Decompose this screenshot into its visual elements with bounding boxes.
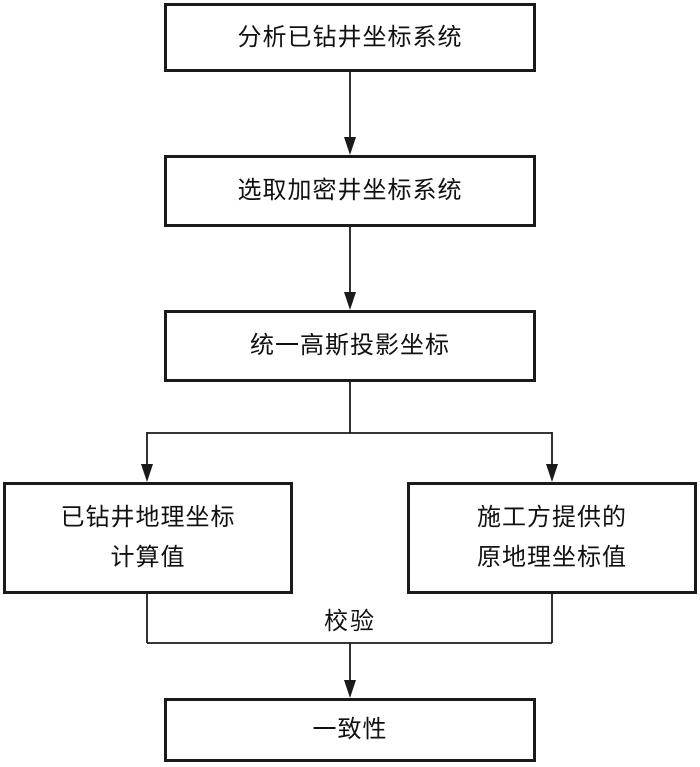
node-label-line2: 原地理坐标值: [477, 545, 627, 571]
node-label: 选取加密井坐标系统: [237, 178, 463, 204]
arrow-branch-to-drilled: [141, 432, 153, 482]
node-unify-gauss-projection-coordinates: 统一高斯投影坐标: [164, 310, 536, 382]
arrow-merge-to-consistency: [344, 643, 356, 698]
arrow-branch-to-provided: [546, 432, 558, 482]
node-contractor-provided-original-geographic-coordinates: 施工方提供的 原地理坐标值: [407, 482, 697, 594]
node-analyze-drilled-well-coordinate-system: 分析已钻井坐标系统: [164, 3, 536, 72]
node-drilled-well-geographic-coordinate-calculated-value: 已钻井地理坐标 计算值: [3, 482, 293, 594]
node-label-line1: 已钻井地理坐标: [60, 505, 236, 531]
node-select-infill-well-coordinate-system: 选取加密井坐标系统: [164, 155, 536, 227]
arrow-analyze-to-select: [344, 72, 356, 155]
node-label: 统一高斯投影坐标: [250, 333, 450, 359]
node-label-line2: 计算值: [110, 545, 186, 571]
node-label: 分析已钻井坐标系统: [237, 24, 463, 51]
arrow-select-to-unify: [344, 227, 356, 310]
node-consistency: 一致性: [164, 698, 536, 762]
edge-label-check: 校验: [290, 605, 410, 639]
node-label-line1: 施工方提供的: [477, 505, 627, 531]
node-label: 一致性: [312, 717, 388, 743]
